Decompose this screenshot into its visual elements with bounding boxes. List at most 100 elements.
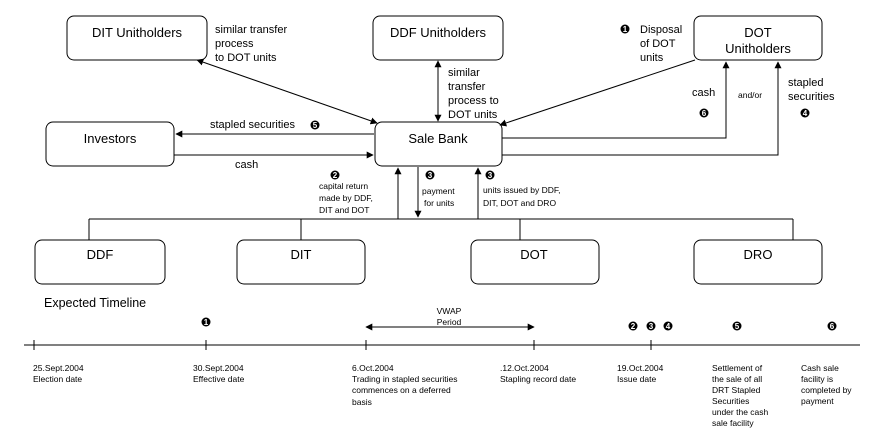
svg-text:completed by: completed by: [801, 385, 852, 395]
marker-5-stapled: 5: [310, 120, 320, 130]
vwap-label-line2: Period: [437, 317, 462, 327]
ddf-transfer-line1: similar: [448, 67, 480, 79]
svg-text:1: 1: [204, 318, 209, 327]
stapled-left-label: stapled securities: [210, 119, 295, 131]
svg-text:5: 5: [735, 322, 740, 331]
svg-text:3: 3: [649, 322, 654, 331]
dit-unitholders-label: DIT Unitholders: [92, 25, 183, 40]
ddf-unitholders-box: DDF Unitholders: [372, 15, 504, 61]
svg-text:19.Oct.2004: 19.Oct.2004: [617, 363, 664, 373]
svg-text:2: 2: [631, 322, 636, 331]
disposal-line1: Disposal: [640, 24, 682, 36]
disposal-arrow: [499, 59, 696, 127]
dit-transfer-line3: to DOT units: [215, 52, 277, 64]
svg-text:facility is: facility is: [801, 374, 833, 384]
investors-box: Investors: [45, 121, 175, 167]
payment-line2: for units: [424, 198, 454, 208]
marker-1-disposal: 1: [620, 24, 630, 34]
marker-3-units: 3: [485, 170, 495, 180]
svg-text:Cash sale: Cash sale: [801, 363, 839, 373]
stapled-to-dot-arrow: [502, 61, 782, 156]
disposal-line2: of DOT: [640, 38, 676, 50]
ddf-transfer-line3: process to: [448, 95, 499, 107]
timeline-marker-1: 1: [201, 317, 211, 327]
stapled-right-line1: stapled: [788, 77, 823, 89]
svg-text:Securities: Securities: [712, 396, 749, 406]
and-or-label: and/or: [738, 90, 762, 100]
dot-unitholders-box: DOT Unitholders: [693, 15, 823, 61]
dot-label: DOT: [520, 247, 548, 262]
sale-bank-box: Sale Bank: [374, 121, 503, 167]
svg-text:.12.Oct.2004: .12.Oct.2004: [500, 363, 549, 373]
svg-text:6: 6: [702, 109, 707, 118]
svg-text:DRT Stapled: DRT Stapled: [712, 385, 761, 395]
dit-transfer-line1: similar transfer: [215, 24, 287, 36]
capital-return-line1: capital return: [319, 181, 368, 191]
step-markers: 1 6 4 5 2 3 3: [310, 24, 810, 180]
timeline-event-effective: 30.Sept.2004 Effective date: [193, 363, 245, 384]
dit-transfer-line2: process: [215, 38, 254, 50]
svg-text:4: 4: [803, 109, 808, 118]
svg-text:6: 6: [830, 322, 835, 331]
dro-label: DRO: [744, 247, 773, 262]
svg-text:3: 3: [488, 171, 493, 180]
sale-bank-label: Sale Bank: [408, 131, 468, 146]
cash-right-label: cash: [692, 87, 715, 99]
timeline-event-settlement: Settlement of the sale of all DRT Staple…: [712, 363, 769, 428]
timeline-event-cash-sale: Cash sale facility is completed by payme…: [801, 363, 852, 406]
units-issued-line2: DIT, DOT and DRO: [483, 198, 556, 208]
marker-2-capital: 2: [330, 170, 340, 180]
timeline-marker-2: 2: [628, 321, 638, 331]
dot-box: DOT: [470, 239, 600, 285]
svg-text:6.Oct.2004: 6.Oct.2004: [352, 363, 394, 373]
dit-label: DIT: [291, 247, 312, 262]
payment-line1: payment: [422, 186, 455, 196]
svg-text:1: 1: [623, 25, 628, 34]
ddf-transfer-line4: DOT units: [448, 109, 498, 121]
svg-text:3: 3: [428, 171, 433, 180]
ddf-label: DDF: [87, 247, 114, 262]
timeline-marker-4: 4: [663, 321, 673, 331]
capital-return-line2: made by DDF,: [319, 193, 373, 203]
ddf-transfer-line2: transfer: [448, 81, 486, 93]
svg-text:Election date: Election date: [33, 374, 82, 384]
stapled-right-line2: securities: [788, 91, 835, 103]
svg-text:25.Sept.2004: 25.Sept.2004: [33, 363, 84, 373]
ddf-box: DDF: [34, 239, 166, 285]
svg-text:5: 5: [313, 121, 318, 130]
marker-6-cash: 6: [699, 108, 709, 118]
timeline-event-issue: 19.Oct.2004 Issue date: [617, 363, 664, 384]
timeline-title: Expected Timeline: [44, 296, 146, 310]
vwap-label-line1: VWAP: [437, 306, 462, 316]
svg-text:Trading in stapled securities: Trading in stapled securities: [352, 374, 458, 384]
dot-unitholders-label-line1: DOT: [744, 25, 772, 40]
connector-arrows: [88, 58, 794, 240]
units-issued-line1: units issued by DDF,: [483, 185, 560, 195]
ddf-unitholders-label: DDF Unitholders: [390, 25, 487, 40]
svg-text:the sale of all: the sale of all: [712, 374, 762, 384]
svg-text:basis: basis: [352, 397, 372, 407]
dit-to-sale-bank-arrow: [196, 58, 378, 125]
timeline-marker-5: 5: [732, 321, 742, 331]
svg-text:4: 4: [666, 322, 671, 331]
svg-text:commences on a deferred: commences on a deferred: [352, 385, 451, 395]
svg-text:30.Sept.2004: 30.Sept.2004: [193, 363, 244, 373]
timeline-marker-3: 3: [646, 321, 656, 331]
timeline-event-election: 25.Sept.2004 Election date: [33, 363, 84, 384]
timeline-event-trading: 6.Oct.2004 Trading in stapled securities…: [352, 363, 458, 407]
flow-labels: similar transfer process to DOT units si…: [210, 24, 835, 215]
dot-unitholders-label-line2: Unitholders: [725, 41, 791, 56]
svg-text:Settlement of: Settlement of: [712, 363, 763, 373]
timeline: Expected Timeline 1 2 3 4 5 6 VWAP Perio…: [24, 296, 860, 428]
svg-text:Effective date: Effective date: [193, 374, 245, 384]
cash-left-label: cash: [235, 159, 258, 171]
marker-3-payment: 3: [425, 170, 435, 180]
investors-label: Investors: [84, 131, 137, 146]
svg-text:under the cash: under the cash: [712, 407, 769, 417]
timeline-event-stapling-record: .12.Oct.2004 Stapling record date: [500, 363, 576, 384]
marker-4-stapled: 4: [800, 108, 810, 118]
dro-box: DRO: [693, 239, 823, 285]
svg-text:Issue date: Issue date: [617, 374, 656, 384]
dit-unitholders-box: DIT Unitholders: [66, 15, 208, 61]
svg-text:payment: payment: [801, 396, 834, 406]
